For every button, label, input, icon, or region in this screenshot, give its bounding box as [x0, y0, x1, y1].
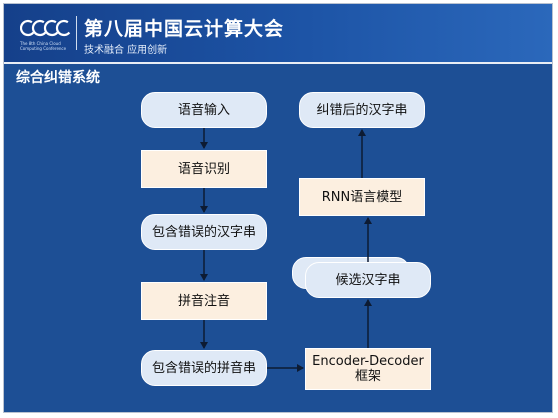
node-speech-input-label: 语音输入 [177, 102, 230, 118]
slide: The 8th China Cloud Computing Conference… [3, 3, 553, 413]
conference-title: 第八届中国云计算大会 [84, 18, 285, 40]
header-divider [76, 16, 77, 50]
node-speech-recognition: 语音识别 [141, 150, 267, 188]
node-rnn-language-model-label: RNN语言模型 [321, 189, 403, 205]
conference-logo-icon [20, 19, 73, 37]
node-pinyin-with-errors: 包含错误的拼音串 [141, 350, 267, 386]
node-hanzi-with-errors: 包含错误的汉字串 [141, 214, 267, 250]
node-corrected-hanzi-label: 纠错后的汉字串 [316, 102, 408, 118]
conference-subtitle: 技术融合 应用创新 [84, 45, 168, 56]
flow-arrows [200, 128, 372, 372]
conference-header: The 8th China Cloud Computing Conference… [4, 4, 552, 62]
node-hanzi-with-errors-label: 包含错误的汉字串 [151, 224, 256, 240]
node-candidate-hanzi-label: 候选汉字串 [335, 272, 401, 288]
node-speech-input: 语音输入 [141, 92, 267, 128]
header-separator [4, 62, 552, 64]
node-corrected-hanzi: 纠错后的汉字串 [299, 92, 425, 128]
node-encoder-decoder-label-line2: 框架 [354, 369, 381, 384]
node-rnn-language-model: RNN语言模型 [299, 178, 425, 216]
page-title: 综合纠错系统 [16, 70, 100, 86]
node-pinyin-annotation-label: 拼音注音 [177, 293, 230, 309]
node-pinyin-with-errors-label: 包含错误的拼音串 [151, 360, 256, 376]
node-candidate-hanzi: 候选汉字串 [305, 262, 431, 298]
node-pinyin-annotation: 拼音注音 [141, 282, 267, 320]
node-encoder-decoder: Encoder-Decoder 框架 [305, 348, 431, 390]
node-encoder-decoder-label-line1: Encoder-Decoder [312, 354, 424, 369]
node-speech-recognition-label: 语音识别 [177, 161, 230, 177]
logo-caption: The 8th China Cloud Computing Conference [20, 41, 67, 51]
